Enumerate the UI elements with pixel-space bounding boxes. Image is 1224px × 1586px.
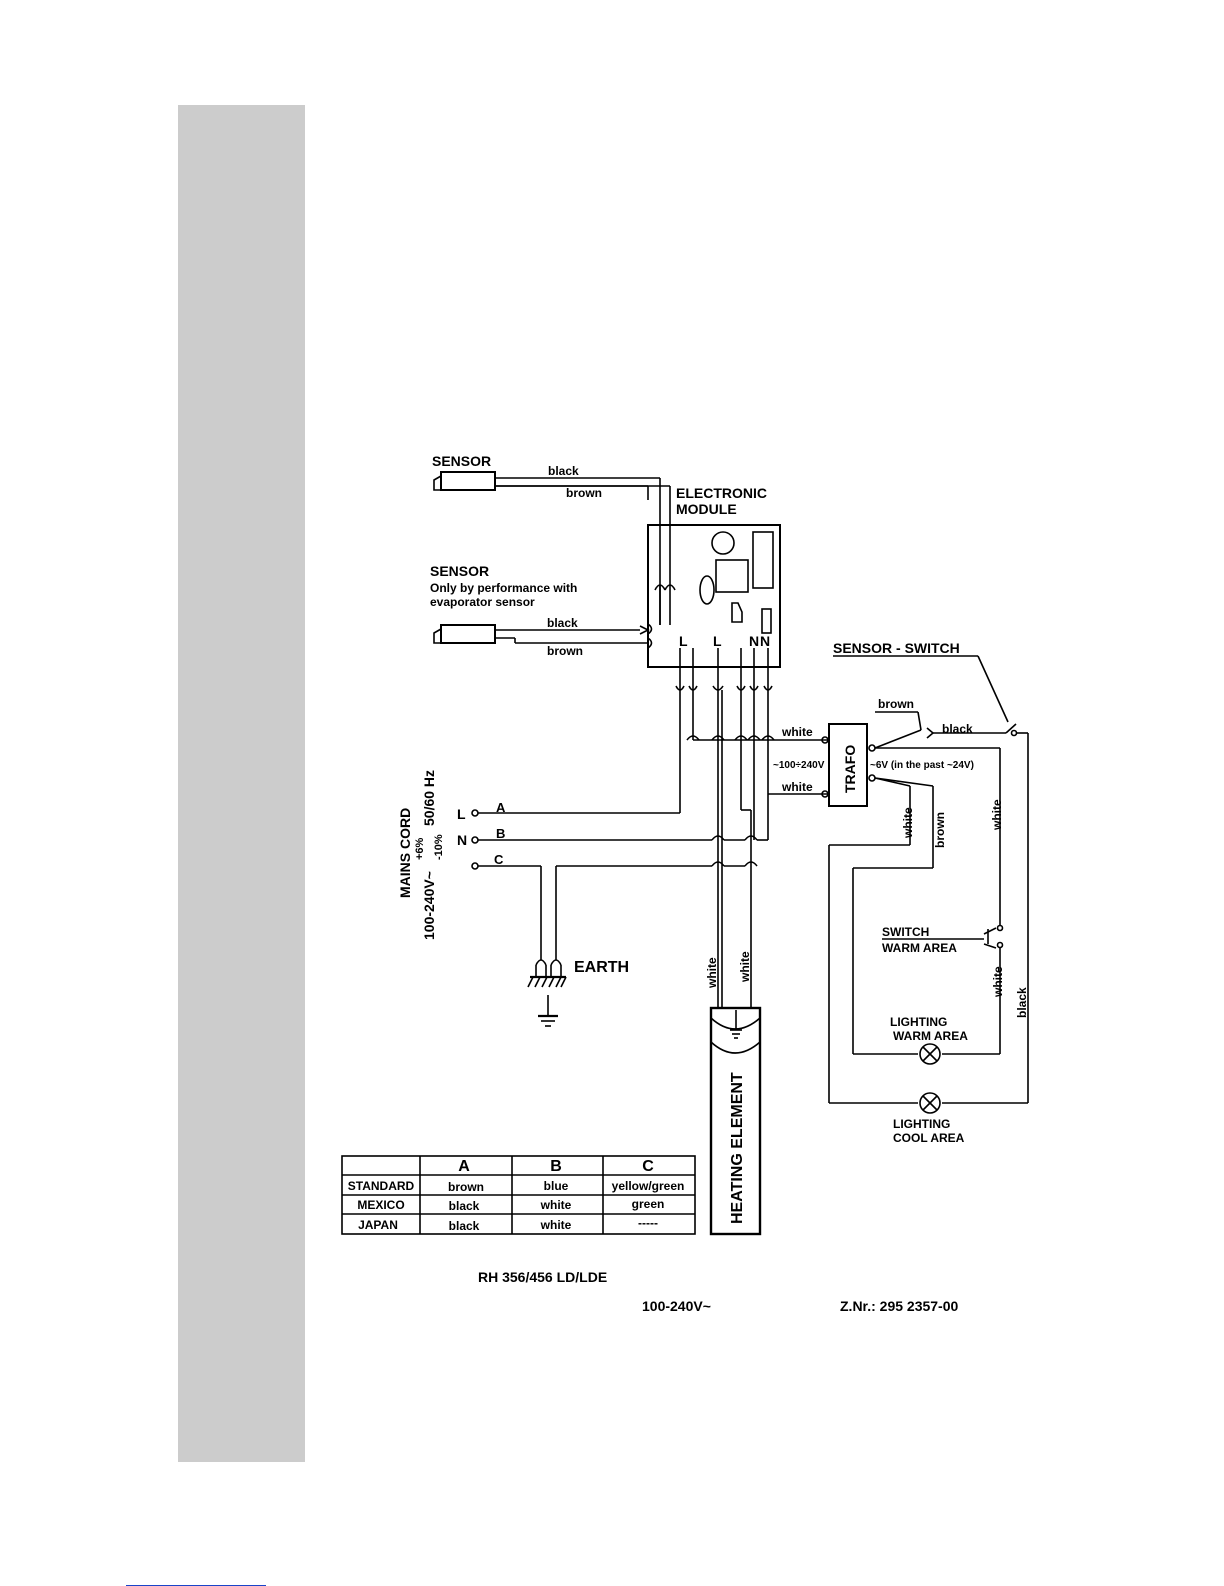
mains-cord-label: MAINS CORD [397, 808, 413, 898]
trafo-down-brown-label: brown [933, 812, 947, 848]
table-row-standard-b: blue [544, 1179, 569, 1193]
module-pin-n2: N [760, 633, 770, 649]
lamp-warm-area [919, 1043, 941, 1065]
trafo-down-white-label: white [901, 807, 915, 839]
sensor-top-label: SENSOR [432, 453, 491, 469]
module-wires [679, 690, 828, 1010]
table-header-b: B [550, 1158, 562, 1175]
trafo-label: TRAFO [842, 745, 858, 793]
sensor-top-brown-label: brown [566, 486, 602, 500]
sensor-evaporator [433, 623, 653, 649]
cord-a-label: A [496, 800, 506, 815]
table-row-mexico-b: white [540, 1198, 572, 1212]
heating-element [709, 1006, 762, 1236]
table-header-c: C [642, 1158, 654, 1175]
sensor-evap-note2: evaporator sensor [430, 595, 535, 609]
module-pin-l1: L [679, 633, 688, 649]
model-label: RH 356/456 LD/LDE [478, 1269, 607, 1285]
switch-warm-area [853, 924, 1004, 1055]
sensor-evap-brown-label: brown [547, 644, 583, 658]
earth-symbol [527, 959, 567, 1027]
trafo [821, 723, 876, 807]
mains-tolerance-minus: -10% [433, 834, 445, 860]
module-label-line1: ELECTRONIC [676, 485, 767, 501]
mains-tolerance-plus: +6% [414, 837, 426, 860]
cord-n-label: N [457, 832, 467, 848]
switch-brown-label: brown [878, 697, 914, 711]
table-row-standard-a: brown [448, 1180, 484, 1194]
module-pin-l2: L [713, 633, 722, 649]
table-row-standard-label: STANDARD [348, 1179, 415, 1193]
switch-warm-label1: SWITCH [882, 925, 929, 939]
sensor-switch-wiring [828, 711, 1029, 1103]
table-row-mexico-label: MEXICO [357, 1198, 404, 1212]
table-row-japan-b: white [540, 1218, 572, 1232]
switch-black-label: black [942, 722, 973, 736]
trafo-in-top-white: white [781, 725, 813, 739]
drawing-number: Z.Nr.: 295 2357-00 [840, 1298, 959, 1314]
sensor-switch-label: SENSOR - SWITCH [833, 640, 960, 656]
table-row-standard-c: yellow/green [612, 1179, 685, 1193]
table-row-japan-label: JAPAN [358, 1218, 398, 1232]
sensor-evap-black-label: black [547, 616, 578, 630]
table-row-mexico-c: green [632, 1197, 665, 1211]
cord-c-label: C [494, 852, 504, 867]
sidebar-panel [178, 105, 305, 1462]
trafo-out-voltage: ~6V (in the past ~24V) [870, 760, 974, 771]
lighting-cool-label2: COOL AREA [893, 1131, 965, 1145]
sensor-top-black-label: black [548, 464, 579, 478]
module-pin-n: N [749, 633, 759, 649]
lamp-cool-area [829, 1092, 1028, 1114]
right-black-label: black [1015, 987, 1029, 1018]
lighting-warm-label1: LIGHTING [890, 1015, 947, 1029]
heater-white1-label: white [705, 957, 719, 989]
wire-color-table [341, 1155, 696, 1235]
module-terminals [675, 648, 773, 691]
voltage-label: 100-240V~ [642, 1298, 711, 1314]
cord-b-label: B [496, 826, 505, 841]
module-label-line2: MODULE [676, 501, 737, 517]
trafo-in-voltage: ~100÷240V [773, 760, 825, 771]
heater-white2-label: white [738, 951, 752, 983]
table-header-a: A [458, 1158, 470, 1175]
sensor-evap-note1: Only by performance with [430, 581, 577, 595]
table-row-japan-a: black [449, 1219, 480, 1233]
cord-l-label: L [457, 806, 466, 822]
right-white-label: white [990, 799, 1004, 831]
table-row-japan-c: ----- [638, 1216, 658, 1230]
earth-label: EARTH [574, 959, 629, 976]
heating-element-label: HEATING ELEMENT [729, 1072, 746, 1224]
lighting-warm-label2: WARM AREA [893, 1029, 968, 1043]
sensor-evap-label: SENSOR [430, 563, 489, 579]
lighting-cool-label1: LIGHTING [893, 1117, 950, 1131]
mains-frequency-label: 50/60 Hz [421, 770, 437, 826]
table-row-mexico-a: black [449, 1199, 480, 1213]
switch-warm-label2: WARM AREA [882, 941, 957, 955]
sensor-top [433, 471, 660, 491]
mains-voltage-label: 100-240V~ [421, 871, 437, 940]
trafo-in-bottom-white: white [781, 780, 813, 794]
warm-white-label: white [991, 966, 1005, 998]
mains-cord-wires [471, 735, 775, 960]
